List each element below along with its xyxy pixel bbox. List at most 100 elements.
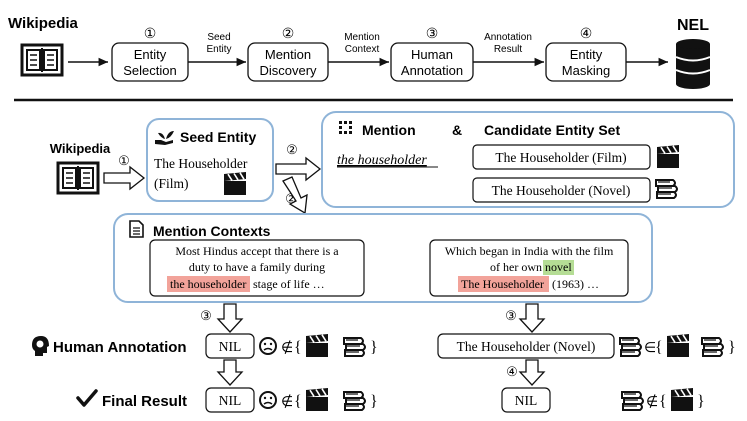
step-marker: ④ <box>506 364 518 379</box>
mention-title: Mention <box>362 122 416 138</box>
confused-face-icon <box>259 391 277 409</box>
example-wikipedia-label: Wikipedia <box>50 141 111 156</box>
mention-text: the householder <box>337 153 427 168</box>
film-clapperboard-icon <box>305 333 329 358</box>
database-icon <box>675 39 711 89</box>
confused-face-icon <box>259 337 277 355</box>
book-stack-icon <box>619 337 642 357</box>
set-brace-close: } <box>728 339 736 356</box>
hollow-arrow-down <box>518 303 546 333</box>
mention-highlight <box>167 276 250 292</box>
set-brace-close: } <box>370 393 378 410</box>
step-marker: ③ <box>505 308 517 323</box>
hollow-arrow <box>282 176 308 215</box>
checkmark-icon <box>76 389 98 407</box>
connector-label: Seed <box>207 32 230 43</box>
film-clapperboard-icon <box>305 387 329 412</box>
mention-dots-icon <box>339 121 352 134</box>
final-value: NIL <box>219 393 242 408</box>
candidate-entity-label: The Householder (Novel) <box>492 183 631 198</box>
set-brace-open: { <box>655 339 663 356</box>
annotation-value-box <box>205 333 255 359</box>
book-stack-icon <box>343 391 366 411</box>
connector-label: Context <box>345 44 380 55</box>
annotation-value: The Householder (Novel) <box>457 339 596 354</box>
seed-entity-title: Seed Entity <box>180 129 256 145</box>
connector-label: Mention <box>344 32 380 43</box>
final-value-box <box>205 387 255 413</box>
hollow-arrow-down <box>216 359 244 386</box>
step-label: Human <box>411 47 453 62</box>
human-annotation-label: Human Annotation <box>53 339 187 356</box>
set-brace-close: } <box>370 339 378 356</box>
mention-highlight <box>458 276 549 292</box>
step-marker: ② <box>285 191 297 206</box>
film-clapperboard-icon <box>670 387 694 412</box>
example-wikipedia-book-icon <box>56 161 100 195</box>
seed-entity-panel <box>146 118 274 202</box>
candidate-entity-box <box>472 144 651 170</box>
ampersand: & <box>452 122 462 138</box>
book-stack-icon <box>701 337 724 357</box>
not-element-of-symbol: ∉ <box>646 394 658 410</box>
step-number: ① <box>144 27 157 42</box>
not-element-of-symbol: ∉ <box>281 394 293 410</box>
annotation-value-box <box>437 333 615 359</box>
context-highlight-green-text: novel <box>545 260 572 274</box>
pipeline-step-entity-masking: ④ Entity Masking <box>545 27 627 82</box>
hollow-arrow <box>103 165 146 191</box>
step-marker: ② <box>286 142 298 157</box>
candidate-entity-label: The Householder (Film) <box>495 150 626 165</box>
film-clapperboard-icon <box>656 144 680 169</box>
set-brace-open: { <box>294 339 302 356</box>
step-label: Entity <box>570 47 603 62</box>
annotation-value: NIL <box>219 339 242 354</box>
connector-label: Entity <box>206 44 231 55</box>
pipeline-step-mention-discovery: ② Mention Discovery <box>247 27 329 82</box>
candidate-set-title: Candidate Entity Set <box>484 122 620 138</box>
context-text: stage of life … <box>250 277 325 291</box>
step-label: Selection <box>123 63 176 78</box>
document-icon <box>129 220 144 238</box>
film-clapperboard-icon <box>666 333 690 358</box>
candidate-entity-box <box>472 177 651 203</box>
pipeline-step-entity-selection: ① Entity Selection <box>111 27 189 82</box>
step-number: ② <box>282 27 295 42</box>
final-result-label: Final Result <box>102 393 187 410</box>
hollow-arrow-down <box>216 303 244 333</box>
step-label: Annotation <box>401 63 463 78</box>
seed-entity-name: The Householder <box>154 156 248 171</box>
context-text: duty to have a family during <box>189 260 325 274</box>
step-marker: ③ <box>200 308 212 323</box>
mention-highlight-text: The Householder <box>461 277 544 291</box>
mention-contexts-title: Mention Contexts <box>153 223 271 239</box>
step-label: Entity <box>134 47 167 62</box>
pipeline-wikipedia-book-icon <box>20 43 64 77</box>
context-highlight-green <box>543 260 574 275</box>
pipeline-target-label: NEL <box>677 17 709 34</box>
step-label: Masking <box>562 63 610 78</box>
mention-highlight-text: the householder <box>170 277 246 291</box>
step-label: Discovery <box>259 63 317 78</box>
context-text: Most Hindus accept that there is a <box>175 244 339 258</box>
final-value: NIL <box>515 393 538 408</box>
hollow-arrow-down <box>518 359 546 386</box>
step-marker: ① <box>118 153 130 168</box>
connector-label: Annotation <box>484 32 532 43</box>
book-stack-icon <box>621 391 644 411</box>
book-stack-icon <box>343 337 366 357</box>
hollow-arrow <box>275 156 322 182</box>
not-element-of-symbol: ∉ <box>281 340 293 356</box>
connector-label: Result <box>494 44 523 55</box>
hand-sprout-icon <box>155 131 174 145</box>
final-value-box <box>501 387 551 413</box>
seed-entity-name: (Film) <box>154 176 189 191</box>
context-text: (1963) … <box>549 277 599 291</box>
step-number: ④ <box>580 27 593 42</box>
element-of-symbol: ∈ <box>644 341 656 356</box>
set-brace-open: { <box>659 393 667 410</box>
context-text: of her own <box>490 260 545 274</box>
set-brace-open: { <box>294 393 302 410</box>
step-label: Mention <box>265 47 311 62</box>
